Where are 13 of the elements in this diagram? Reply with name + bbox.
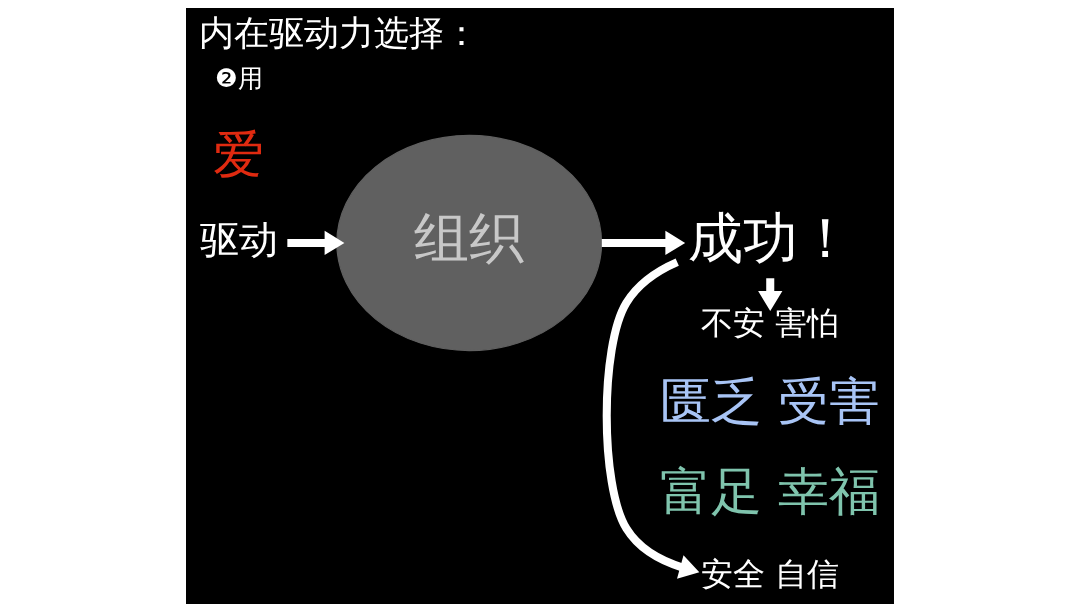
arrow: [601, 230, 686, 256]
arrow: [602, 258, 700, 579]
node-text: 成功！: [687, 205, 853, 270]
node-text: 驱动: [199, 216, 278, 262]
node-ellipse: 组织: [336, 134, 603, 352]
label: 富足 幸福: [660, 462, 881, 522]
arrow: [287, 230, 345, 256]
label: 匮乏 受害: [660, 372, 881, 432]
node-text: 不安 害怕: [701, 303, 840, 342]
label: ❷用: [215, 63, 263, 94]
node-text: 安全 自信: [701, 554, 840, 593]
diagram-title: 内在驱动力选择：: [198, 12, 479, 53]
label: 爱: [213, 124, 265, 184]
